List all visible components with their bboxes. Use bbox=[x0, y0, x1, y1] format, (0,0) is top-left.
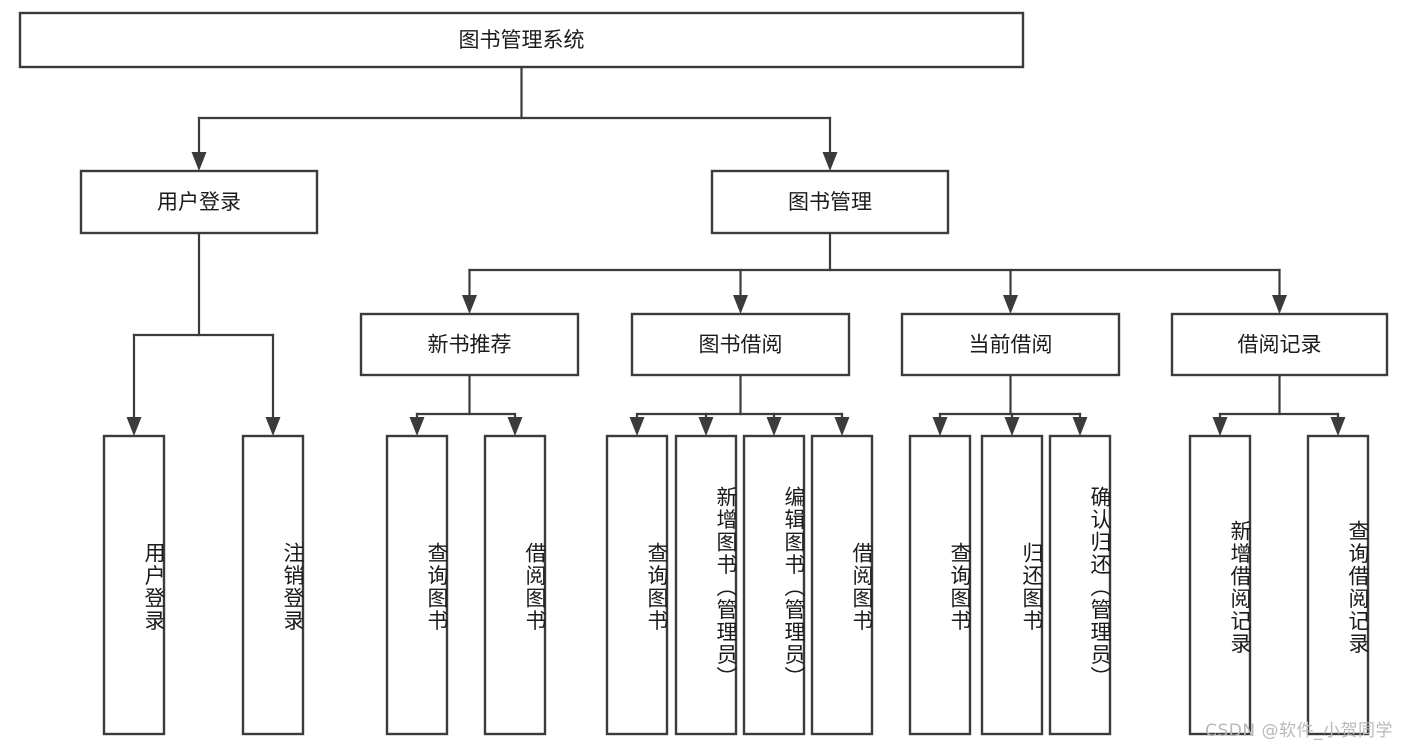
arrow-head-icon bbox=[822, 152, 838, 171]
node-box-borrow-record[interactable] bbox=[1170, 312, 1389, 377]
arrow-head-icon bbox=[629, 417, 645, 436]
node-label-book-borrow: 图书借阅 bbox=[699, 333, 783, 357]
node-label-user-login: 用户登录 bbox=[157, 190, 241, 214]
arrow-head-icon bbox=[1330, 417, 1346, 436]
node-label-new-book-rec: 新书推荐 bbox=[428, 333, 512, 357]
arrow-head-icon bbox=[265, 417, 281, 436]
node-boxes bbox=[18, 11, 1389, 736]
node-label-book-manage: 图书管理 bbox=[788, 190, 872, 214]
arrow-head-icon bbox=[1212, 417, 1228, 436]
node-box-leaf-bb-borrow-book[interactable] bbox=[810, 434, 874, 736]
node-box-leaf-cb-return-book[interactable] bbox=[980, 434, 1044, 736]
node-label-root: 图书管理系统 bbox=[459, 28, 585, 52]
arrow-head-icon bbox=[766, 417, 782, 436]
node-box-leaf-cb-query-book[interactable] bbox=[908, 434, 972, 736]
arrow-head-icon bbox=[834, 417, 850, 436]
node-box-current-borrow[interactable] bbox=[900, 312, 1121, 377]
node-box-leaf-user-login[interactable] bbox=[102, 434, 166, 736]
node-box-user-login[interactable] bbox=[79, 169, 319, 235]
node-box-leaf-logout[interactable] bbox=[241, 434, 305, 736]
arrow-head-icon bbox=[462, 295, 477, 314]
node-box-leaf-bb-edit-book[interactable] bbox=[742, 434, 806, 736]
arrow-head-icon bbox=[1004, 417, 1020, 436]
node-box-book-manage[interactable] bbox=[710, 169, 950, 235]
node-box-leaf-br-add-record[interactable] bbox=[1188, 434, 1252, 736]
arrow-head-icon bbox=[1072, 417, 1088, 436]
arrow-head-icon bbox=[126, 417, 142, 436]
arrow-head-icon bbox=[1003, 295, 1018, 314]
arrow-head-icon bbox=[932, 417, 948, 436]
node-box-leaf-cb-confirm-return[interactable] bbox=[1048, 434, 1112, 736]
csdn-watermark: CSDN @软件_小贺同学 bbox=[1205, 721, 1393, 741]
connector-lines bbox=[126, 65, 1346, 436]
arrow-head-icon bbox=[733, 295, 748, 314]
node-label-current-borrow: 当前借阅 bbox=[969, 333, 1053, 357]
node-box-new-book-rec[interactable] bbox=[359, 312, 580, 377]
arrow-head-icon bbox=[1272, 295, 1287, 314]
arrow-head-icon bbox=[698, 417, 714, 436]
node-box-root[interactable] bbox=[18, 11, 1025, 69]
arrow-head-icon bbox=[507, 417, 523, 436]
arrow-head-icon bbox=[409, 417, 425, 436]
node-box-leaf-bb-query-book[interactable] bbox=[605, 434, 669, 736]
node-box-leaf-rec-query-book[interactable] bbox=[385, 434, 449, 736]
node-label-borrow-record: 借阅记录 bbox=[1238, 333, 1322, 357]
node-box-book-borrow[interactable] bbox=[630, 312, 851, 377]
node-box-leaf-bb-add-book[interactable] bbox=[674, 434, 738, 736]
node-box-leaf-rec-borrow-book[interactable] bbox=[483, 434, 547, 736]
arrow-head-icon bbox=[191, 152, 207, 171]
node-box-leaf-br-query-record[interactable] bbox=[1306, 434, 1370, 736]
